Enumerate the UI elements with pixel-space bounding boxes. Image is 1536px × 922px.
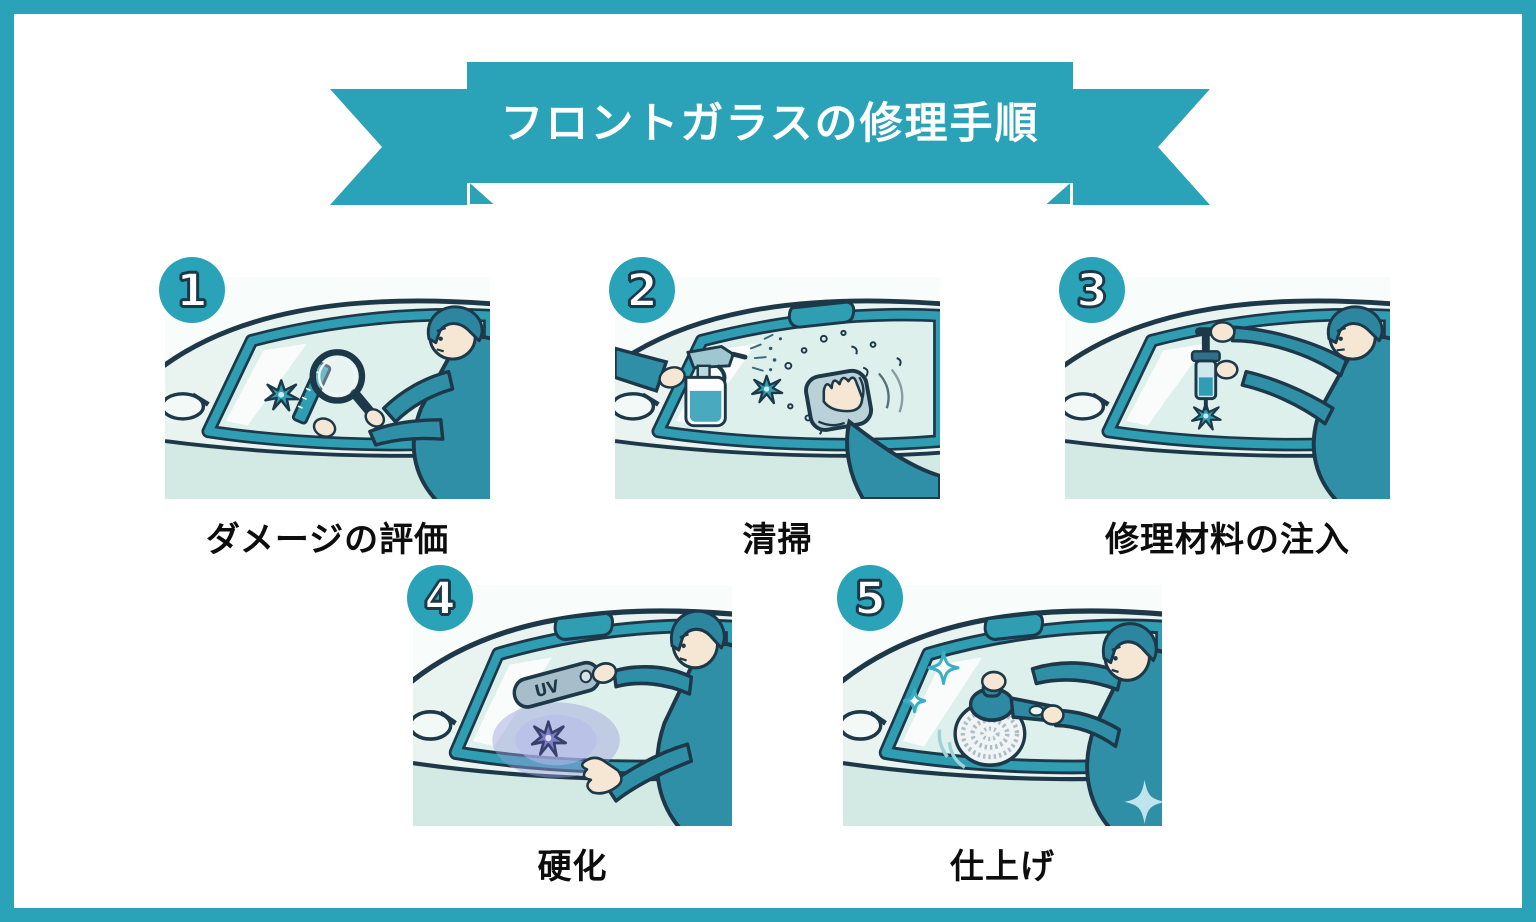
step-label: 硬化 — [537, 847, 608, 887]
step-label: 仕上げ — [950, 847, 1055, 887]
illustration-uv-curing: UV — [413, 585, 732, 826]
hand-graphic — [364, 408, 386, 428]
step-card-resin-injection: 3 — [1059, 257, 1390, 561]
step-number-badge: 3 — [1059, 257, 1125, 323]
hand-graphic — [1209, 321, 1236, 343]
ribbon-band — [467, 62, 1073, 183]
step-number: 1 — [175, 263, 208, 317]
crack-star-icon — [264, 379, 300, 412]
technician-figure — [604, 609, 732, 826]
illustration-cleaning — [615, 277, 940, 499]
step-number: 3 — [1075, 263, 1108, 317]
ribbon-banner-graphic: フロントガラスの修理手順 — [330, 62, 1210, 206]
sparkle-icon — [1124, 779, 1162, 824]
motion-arc-graphic — [937, 729, 949, 759]
technician-figure — [1230, 305, 1390, 499]
step-number-badge: 1 — [159, 257, 225, 323]
step-label: 修理材料の注入 — [1105, 520, 1350, 560]
step-label: 清掃 — [742, 520, 813, 560]
illustration-resin-injection — [1065, 277, 1390, 499]
sparkle-icon — [902, 650, 960, 714]
side-mirror-graphic — [615, 392, 660, 421]
step-number: 4 — [423, 571, 456, 625]
right-sleeve-graphic — [845, 418, 940, 499]
ribbon-right-fold — [1041, 178, 1072, 206]
step-number: 5 — [853, 571, 886, 625]
side-mirror-graphic — [165, 392, 210, 421]
step-card-uv-curing: 4 — [407, 565, 732, 888]
step-card-damage-assessment: 1 — [159, 257, 490, 561]
rearview-mirror-graphic — [787, 300, 856, 329]
hand-graphic — [591, 662, 618, 685]
step-number-badge: 4 — [407, 565, 473, 631]
step-number-badge: 5 — [837, 565, 903, 631]
hand-graphic — [312, 417, 337, 438]
left-sleeve-graphic — [615, 346, 669, 394]
hand-graphic — [1040, 704, 1065, 726]
ribbon-left-fold — [468, 178, 499, 206]
magnifier-icon — [309, 349, 378, 420]
crack-star-icon — [1190, 402, 1222, 431]
technician-figure — [368, 305, 490, 499]
step-number-badge: 2 — [609, 257, 675, 323]
crack-star-icon — [751, 374, 784, 405]
rearview-mirror-graphic — [983, 611, 1044, 642]
spray-bottle-icon — [684, 345, 748, 428]
illustration-polishing — [843, 585, 1162, 826]
ribbon-left-tail — [330, 89, 467, 205]
hand-graphic — [1214, 359, 1239, 380]
ribbon-right-tail — [1073, 89, 1210, 205]
step-card-cleaning: 2 — [609, 257, 940, 561]
motion-arc-graphic — [890, 368, 904, 413]
illustration-damage-assessment — [165, 277, 490, 499]
uv-lamp-icon: UV — [512, 660, 602, 709]
title-banner: フロントガラスの修理手順 — [330, 62, 1210, 207]
hand-graphic — [580, 756, 623, 795]
motion-arc-graphic — [878, 372, 890, 409]
spray-mist-graphic — [749, 333, 774, 372]
spray-dots-graphic — [768, 337, 783, 372]
side-mirror-graphic — [1065, 392, 1110, 421]
step-label: ダメージの評価 — [205, 520, 450, 560]
crack-star-icon — [530, 720, 568, 757]
side-mirror-graphic — [413, 709, 457, 741]
motion-arc-graphic — [947, 741, 966, 769]
step-card-polishing: 5 — [837, 565, 1162, 888]
infographic-canvas: フロントガラスの修理手順 1 — [14, 14, 1522, 908]
hand-graphic — [980, 670, 1007, 693]
side-mirror-graphic — [843, 709, 887, 741]
page-title: フロントガラスの修理手順 — [500, 99, 1039, 149]
hand-graphic — [658, 366, 686, 389]
technician-figure — [1030, 622, 1162, 826]
injector-icon — [1190, 327, 1221, 411]
wiping-hand-graphic — [822, 376, 864, 413]
step-number: 2 — [625, 263, 658, 317]
rearview-mirror-graphic — [553, 611, 614, 642]
